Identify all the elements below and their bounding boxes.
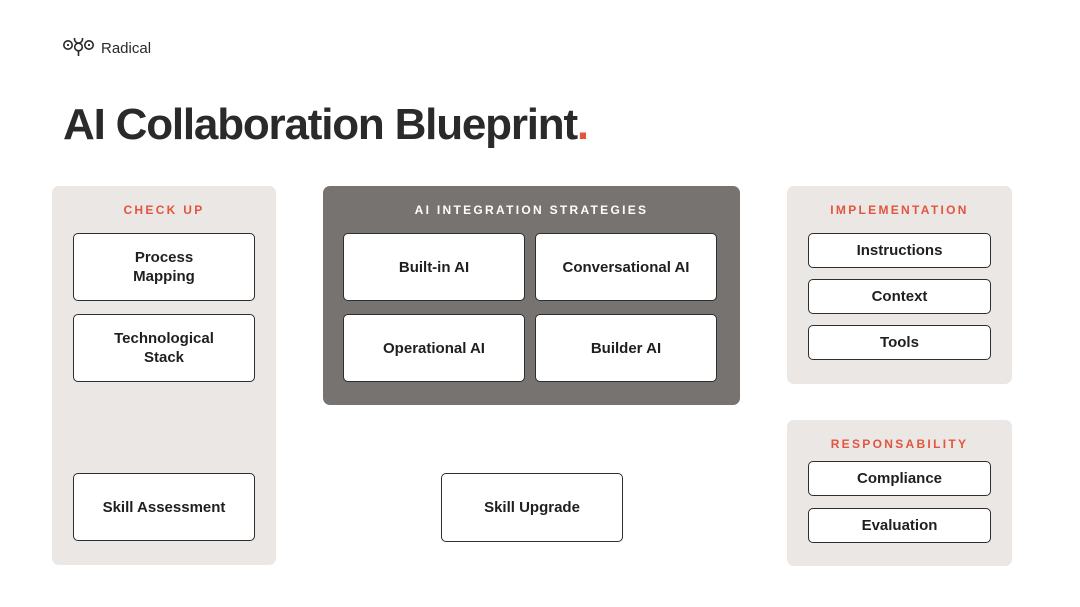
- technological-stack-box: Technological Stack: [73, 314, 255, 382]
- page-title: AI Collaboration Blueprint.: [63, 100, 589, 150]
- check-up-heading: CHECK UP: [123, 203, 205, 217]
- responsability-panel: RESPONSABILITY Compliance Evaluation: [787, 420, 1012, 566]
- conversational-ai-box: Conversational AI: [535, 233, 717, 301]
- title-accent-dot: .: [576, 100, 589, 149]
- brand-name: Radical: [101, 39, 152, 57]
- radical-logo-icon: [63, 38, 94, 56]
- context-box: Context: [808, 279, 991, 314]
- evaluation-box: Evaluation: [808, 508, 991, 543]
- implementation-heading: IMPLEMENTATION: [830, 203, 969, 217]
- skill-assessment-box: Skill Assessment: [73, 473, 255, 541]
- page-title-text: AI Collaboration Blueprint: [63, 100, 578, 149]
- responsability-heading: RESPONSABILITY: [830, 437, 969, 451]
- instructions-box: Instructions: [808, 233, 991, 268]
- compliance-box: Compliance: [808, 461, 991, 496]
- skill-upgrade-box: Skill Upgrade: [441, 473, 623, 542]
- builder-ai-box: Builder AI: [535, 314, 717, 382]
- process-mapping-box: Process Mapping: [73, 233, 255, 301]
- brand-logo: Radical: [63, 38, 151, 58]
- built-in-ai-box: Built-in AI: [343, 233, 525, 301]
- ai-integration-heading: AI INTEGRATION STRATEGIES: [414, 203, 649, 217]
- implementation-panel: IMPLEMENTATION Instructions Context Tool…: [787, 186, 1012, 384]
- operational-ai-box: Operational AI: [343, 314, 525, 382]
- ai-integration-panel: AI INTEGRATION STRATEGIES Built-in AI Co…: [323, 186, 740, 405]
- tools-box: Tools: [808, 325, 991, 360]
- check-up-panel: CHECK UP Process Mapping Technological S…: [52, 186, 276, 565]
